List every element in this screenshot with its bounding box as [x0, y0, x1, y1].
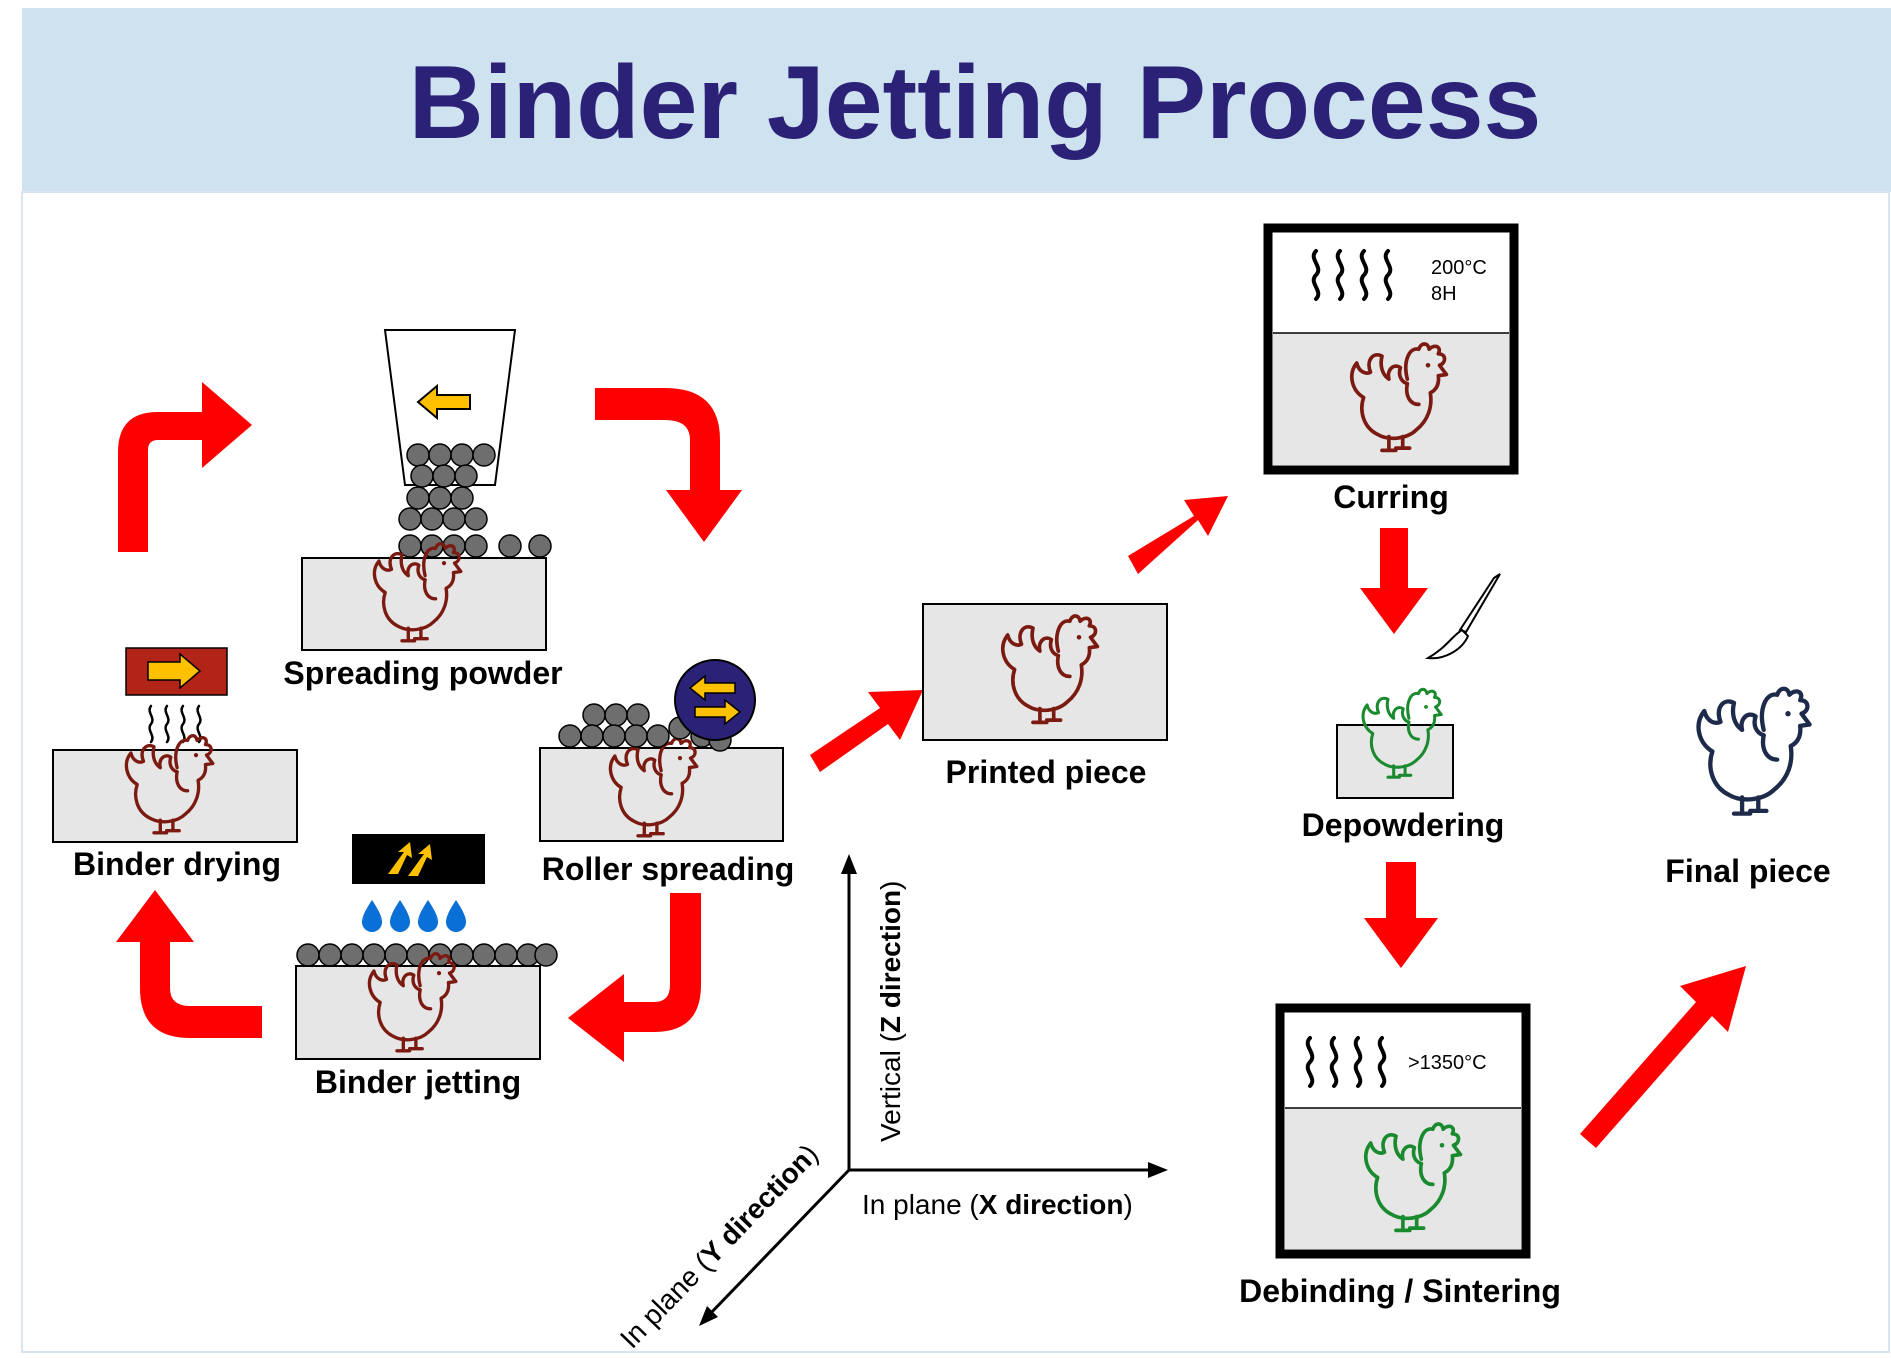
step-label-final-piece: Final piece [1665, 853, 1830, 889]
z-axis-label: Vertical (Z direction) [875, 881, 906, 1142]
arrow-to-depowdering [1360, 528, 1428, 634]
build-box [1336, 724, 1454, 799]
step-label-debinding-sintering: Debinding / Sintering [1239, 1273, 1561, 1309]
step-curing: 200°C 8H Curring [1263, 223, 1519, 515]
content-frame [21, 191, 1890, 1353]
build-box [52, 749, 298, 843]
arrow-left-icon [416, 383, 471, 421]
sintering-temperature: >1350°C [1408, 1052, 1487, 1074]
step-depowdering: Depowdering [1302, 687, 1505, 843]
step-debinding-sintering: >1350°C Debinding / Sintering [1239, 1003, 1561, 1309]
header-background [22, 8, 1891, 192]
step-label-binder-jetting: Binder jetting [315, 1064, 521, 1100]
step-binder-drying: Binder drying [52, 647, 298, 882]
printhead-icon [352, 834, 485, 884]
curing-duration: 8H [1431, 283, 1457, 305]
rooster-icon [1699, 689, 1810, 814]
page-title: Binder Jetting Process [409, 45, 1542, 161]
arrow-to-curing [1128, 496, 1228, 574]
step-label-curing: Curring [1333, 479, 1449, 515]
powder-layer [296, 943, 558, 967]
step-label-printed-piece: Printed piece [946, 754, 1147, 790]
y-axis [706, 1168, 851, 1318]
step-roller-spreading: Roller spreading [539, 659, 795, 887]
oven-chamber [1273, 333, 1509, 465]
step-spreading-powder: Spreading powder [283, 329, 563, 691]
build-box [539, 747, 784, 842]
arrow-cycle-bottomright [568, 893, 701, 1062]
arrow-to-sintering [1364, 862, 1438, 968]
droplet-icon [362, 900, 466, 932]
arrow-to-final-piece [1580, 966, 1746, 1148]
arrow-cycle-topleft [118, 382, 252, 552]
build-box [922, 603, 1168, 741]
step-label-roller-spreading: Roller spreading [542, 851, 795, 887]
step-printed-piece: Printed piece [922, 603, 1168, 790]
cycle-arrows [116, 382, 742, 1062]
arrow-cycle-topright [595, 388, 742, 542]
build-box [295, 965, 541, 1060]
arrow-cycle-bottomleft [116, 890, 262, 1038]
heater-icon [125, 647, 228, 696]
roller-icon [674, 659, 756, 741]
step-binder-jetting: Binder jetting [295, 834, 558, 1100]
header-bar: Binder Jetting Process [22, 8, 1891, 192]
paintbrush-icon [1424, 573, 1501, 660]
x-axis-label: In plane (X direction) [862, 1189, 1133, 1220]
step-label-spreading-powder: Spreading powder [283, 655, 562, 691]
powder-pile [398, 443, 552, 558]
step-label-binder-drying: Binder drying [73, 846, 281, 882]
curing-temperature: 200°C [1431, 257, 1487, 279]
y-axis-label: In plane (Y direction) [614, 1138, 824, 1354]
arrow-to-printed-piece [810, 690, 923, 772]
step-final-piece: Final piece [1665, 689, 1831, 889]
step-label-depowdering: Depowdering [1302, 807, 1505, 843]
